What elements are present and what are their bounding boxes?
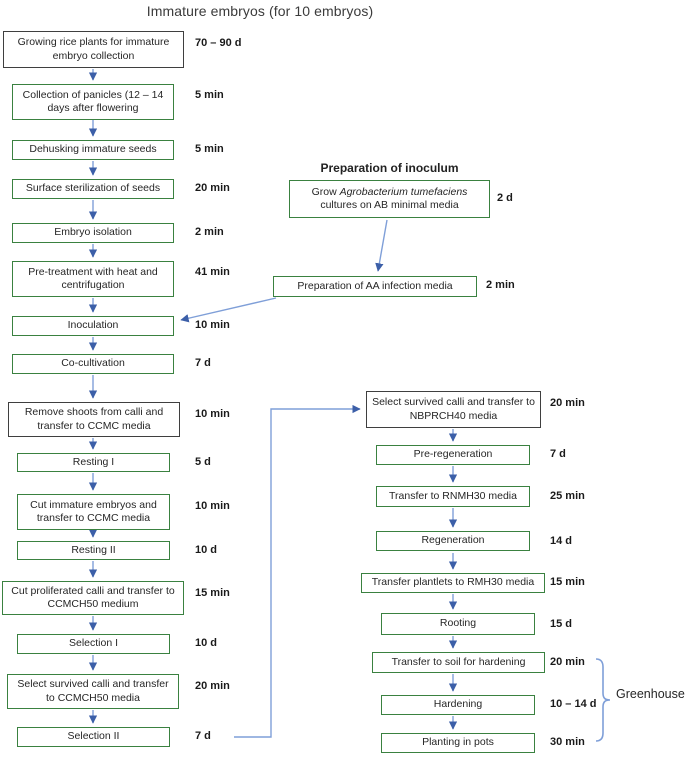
duration-label: 14 d — [550, 535, 573, 547]
species-name-italic: Agrobacterium tumefaciens — [339, 185, 468, 198]
duration-label: 2 min — [486, 279, 515, 291]
node-label: Preparation of AA infection media — [297, 279, 453, 292]
flow-node-select-survived-nbprch40: Select survived calli and transfer to NB… — [366, 391, 541, 428]
node-label: Transfer to soil for hardening — [391, 655, 526, 668]
duration-label: 10 – 14 d — [550, 698, 597, 710]
node-label: Collection of panicles (12 – 14 days aft… — [22, 88, 164, 114]
duration-label: 10 d — [195, 637, 218, 649]
node-label: Selection II — [67, 730, 120, 743]
duration-label: 20 min — [550, 656, 585, 668]
flow-node-rooting: Rooting — [381, 613, 535, 635]
duration-label: 15 min — [550, 576, 585, 588]
flow-arrow-inoculum-to-media — [375, 219, 388, 272]
duration-label: 5 min — [195, 143, 224, 155]
inoculum-section-header: Preparation of inoculum — [320, 161, 459, 175]
duration-label: 10 min — [195, 500, 230, 512]
flow-node-transfer-to-soil: Transfer to soil for hardening — [372, 652, 545, 673]
duration-label: 20 min — [550, 397, 585, 409]
greenhouse-label: Greenhouse — [616, 687, 685, 701]
flow-node-cut-immature-embryos: Cut immature embryos and transfer to CCM… — [17, 494, 170, 530]
flow-node-pre-regeneration: Pre-regeneration — [376, 445, 530, 465]
flow-node-grow-agrobacterium: Grow Agrobacterium tumefaciens cultures … — [289, 180, 490, 218]
greenhouse-bracket — [595, 658, 611, 742]
flow-node-embryo-isolation: Embryo isolation — [12, 223, 174, 243]
duration-label: 7 d — [195, 730, 211, 742]
node-label: Pre-treatment with heat and centrifugati… — [28, 265, 158, 291]
flow-node-remove-shoots: Remove shoots from calli and transfer to… — [8, 402, 180, 437]
node-label-post: cultures on AB minimal media — [320, 199, 459, 211]
flow-node-transfer-rnmh30: Transfer to RNMH30 media — [376, 486, 530, 507]
flow-node-pre-treatment: Pre-treatment with heat and centrifugati… — [12, 261, 174, 297]
flow-node-transfer-plantlets-rmh30: Transfer plantlets to RMH30 media — [361, 573, 545, 593]
duration-label: 2 d — [497, 192, 513, 204]
node-label: Cut immature embryos and transfer to CCM… — [30, 498, 157, 524]
flow-node-inoculation: Inoculation — [12, 316, 174, 336]
node-label: Grow Agrobacterium tumefaciens cultures … — [294, 186, 485, 213]
flow-node-surface-sterilization: Surface sterilization of seeds — [12, 179, 174, 199]
node-label: Resting II — [71, 543, 116, 556]
node-label: Selection I — [68, 637, 119, 650]
flow-node-planting-in-pots: Planting in pots — [381, 733, 535, 753]
flow-node-resting-2: Resting II — [17, 541, 170, 560]
duration-label: 20 min — [195, 182, 230, 194]
duration-label: 10 d — [195, 544, 218, 556]
flow-node-co-cultivation: Co-cultivation — [12, 354, 174, 374]
flow-node-select-survived-ccmch50: Select survived calli and transfer to CC… — [7, 674, 179, 709]
duration-label: 10 min — [195, 319, 230, 331]
flow-node-aa-infection-media: Preparation of AA infection media — [273, 276, 477, 297]
duration-label: 41 min — [195, 266, 230, 278]
flow-arrow-media-to-inoculation — [180, 297, 277, 323]
node-label-pre: Grow — [311, 185, 340, 198]
duration-label: 10 min — [195, 408, 230, 420]
duration-label: 7 d — [550, 448, 566, 460]
node-label: Planting in pots — [422, 736, 494, 749]
flow-node-resting-1: Resting I — [17, 453, 170, 472]
duration-label: 5 d — [195, 456, 211, 468]
duration-label: 7 d — [195, 357, 211, 369]
duration-label: 25 min — [550, 490, 585, 502]
flow-node-collection-of-panicles: Collection of panicles (12 – 14 days aft… — [12, 84, 174, 120]
node-label: Select survived calli and transfer to CC… — [17, 678, 169, 704]
flow-node-cut-proliferated-calli: Cut proliferated calli and transfer to C… — [2, 581, 184, 615]
flow-node-regeneration: Regeneration — [376, 531, 530, 551]
flow-connector-selection2-to-nbprch40 — [234, 404, 361, 738]
node-label: Pre-regeneration — [413, 448, 493, 461]
duration-label: 70 – 90 d — [195, 37, 242, 49]
diagram-title: Immature embryos (for 10 embryos) — [146, 3, 374, 19]
node-label: Co-cultivation — [61, 357, 125, 370]
duration-label: 20 min — [195, 680, 230, 692]
node-label: Transfer to RNMH30 media — [389, 489, 517, 502]
node-label: Remove shoots from calli and transfer to… — [24, 406, 164, 432]
node-label: Inoculation — [67, 319, 119, 332]
node-label: Growing rice plants for immature embryo … — [17, 36, 170, 62]
node-label: Hardening — [433, 698, 483, 711]
node-label: Dehusking immature seeds — [29, 143, 157, 156]
node-label: Transfer plantlets to RMH30 media — [371, 576, 535, 589]
duration-label: 2 min — [195, 226, 224, 238]
flow-node-growing-rice-plants: Growing rice plants for immature embryo … — [3, 31, 184, 68]
node-label: Surface sterilization of seeds — [25, 182, 161, 195]
node-label: Regeneration — [421, 534, 485, 547]
flow-node-selection-2: Selection II — [17, 727, 170, 747]
node-label: Rooting — [439, 617, 477, 630]
flow-node-selection-1: Selection I — [17, 634, 170, 654]
duration-label: 15 d — [550, 618, 573, 630]
duration-label: 15 min — [195, 587, 230, 599]
node-label: Resting I — [72, 455, 115, 468]
duration-label: 30 min — [550, 736, 585, 748]
flow-node-dehusking-seeds: Dehusking immature seeds — [12, 140, 174, 160]
duration-label: 5 min — [195, 89, 224, 101]
node-label: Select survived calli and transfer to NB… — [372, 396, 535, 422]
node-label: Embryo isolation — [54, 226, 132, 239]
node-label: Cut proliferated calli and transfer to C… — [11, 584, 175, 610]
flow-node-hardening: Hardening — [381, 695, 535, 715]
